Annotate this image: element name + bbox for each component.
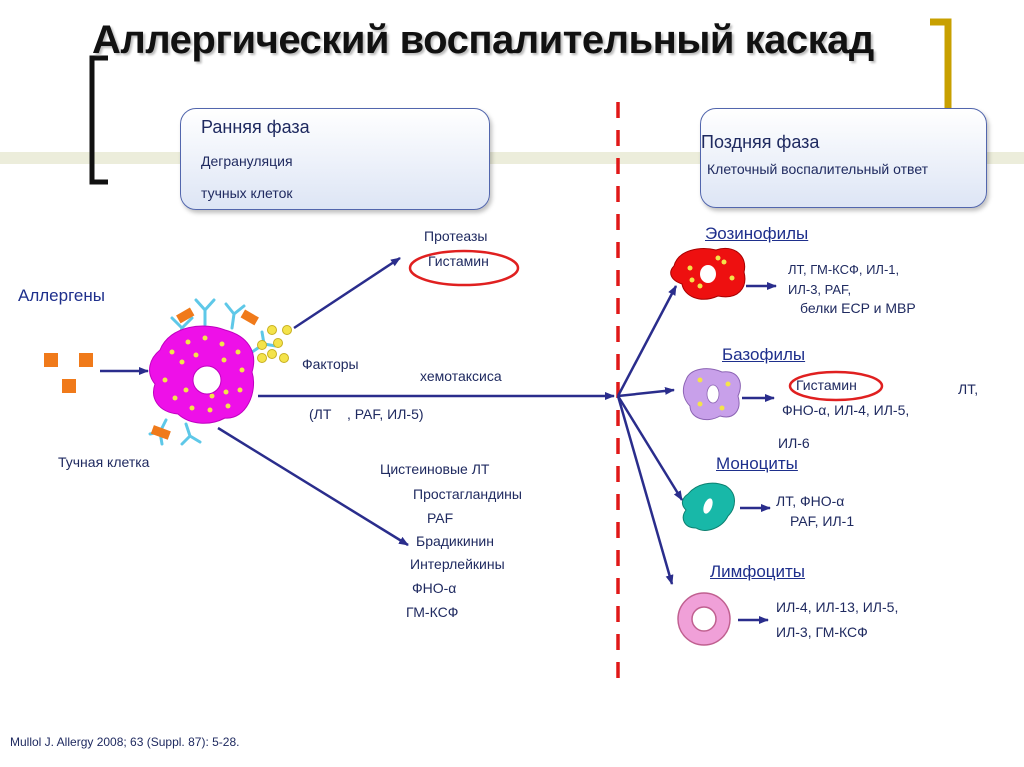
early-phase-line1: Дегрануляция	[201, 153, 293, 169]
histamine-label: Гистамин	[428, 253, 489, 269]
allergens-label: Аллергены	[18, 286, 105, 305]
monocytes-products-line1: ЛТ, ФНО-α	[776, 493, 845, 509]
lymphocyte-icon	[677, 592, 731, 646]
mediator-item: Брадикинин	[416, 533, 494, 549]
early-phase-line2: тучных клеток	[201, 185, 293, 201]
late-phase-subtitle: Клеточный воспалительный ответ	[707, 161, 929, 177]
mast-cell-label: Тучная клетка	[58, 454, 150, 470]
page-title: Аллергический воспалительный каскад	[92, 18, 874, 62]
proteases-label: Протеазы	[424, 228, 488, 244]
right-bracket-icon	[930, 18, 952, 108]
left-bracket-icon	[89, 55, 108, 185]
eosinophils-products-line2: ИЛ-3, PAF,	[788, 282, 852, 297]
basophils-products-line2: ФНО-α, ИЛ-4, ИЛ-5,	[782, 402, 910, 418]
eosinophils-products-line3: белки ECP и MBP	[800, 300, 916, 316]
allergen-icon	[44, 353, 93, 393]
monocytes-label: Моноциты	[716, 454, 798, 473]
monocyte-icon	[681, 482, 735, 531]
arrow-to-mediators	[217, 426, 409, 547]
mediator-item: Простагландины	[413, 486, 522, 502]
monocytes-products-line2: PAF, ИЛ-1	[790, 513, 855, 529]
arrow-to-basophils	[617, 386, 675, 398]
early-phase-box: Ранняя фаза Дегрануляция тучных клеток	[180, 108, 490, 210]
basophils-histamine: Гистамин	[796, 377, 857, 393]
mediator-item: ГМ-КСФ	[406, 604, 459, 620]
arrow-to-lymphocytes	[616, 395, 674, 585]
arrow-to-monocytes	[616, 395, 684, 501]
reference-citation: Mullol J. Allergy 2008; 63 (Suppl. 87): …	[10, 735, 240, 749]
mast-cell-icon	[148, 298, 278, 446]
chemotaxis-label: хемотаксиса	[420, 368, 502, 384]
histamine-highlight-early	[408, 249, 520, 287]
mediator-item: Интерлейкины	[410, 556, 505, 572]
histamine-highlight-basophil	[788, 370, 884, 402]
lymphocytes-label: Лимфоциты	[710, 562, 806, 581]
mediator-item: Цистеиновые ЛТ	[380, 461, 490, 477]
basophils-products-line3: ИЛ-6	[778, 435, 810, 451]
eosinophils-products-line1: ЛТ, ГМ-КСФ, ИЛ-1,	[788, 262, 900, 277]
basophil-icon	[682, 368, 741, 421]
chemotaxis-factors-list: (ЛТ , PAF, ИЛ-5)	[309, 406, 424, 422]
early-phase-title: Ранняя фаза	[201, 117, 310, 137]
lymphocytes-products-line1: ИЛ-4, ИЛ-13, ИЛ-5,	[776, 599, 899, 615]
basophils-lt: ЛТ,	[958, 381, 979, 397]
mediator-item: ФНО-α	[412, 580, 457, 596]
factors-label: Факторы	[302, 356, 359, 372]
arrow-to-proteases	[293, 256, 401, 330]
arrow-to-eosinophils	[616, 285, 678, 397]
granules-icon	[257, 325, 292, 363]
lymphocytes-products-line2: ИЛ-3, ГМ-КСФ	[776, 624, 868, 640]
mediator-item: PAF	[427, 510, 454, 526]
eosinophil-icon	[670, 248, 746, 300]
late-phase-title: Поздняя фаза	[701, 132, 820, 152]
basophils-label: Базофилы	[722, 345, 806, 364]
eosinophils-label: Эозинофилы	[705, 224, 809, 243]
late-phase-box: Поздняя фаза Клеточный воспалительный от…	[700, 108, 987, 208]
